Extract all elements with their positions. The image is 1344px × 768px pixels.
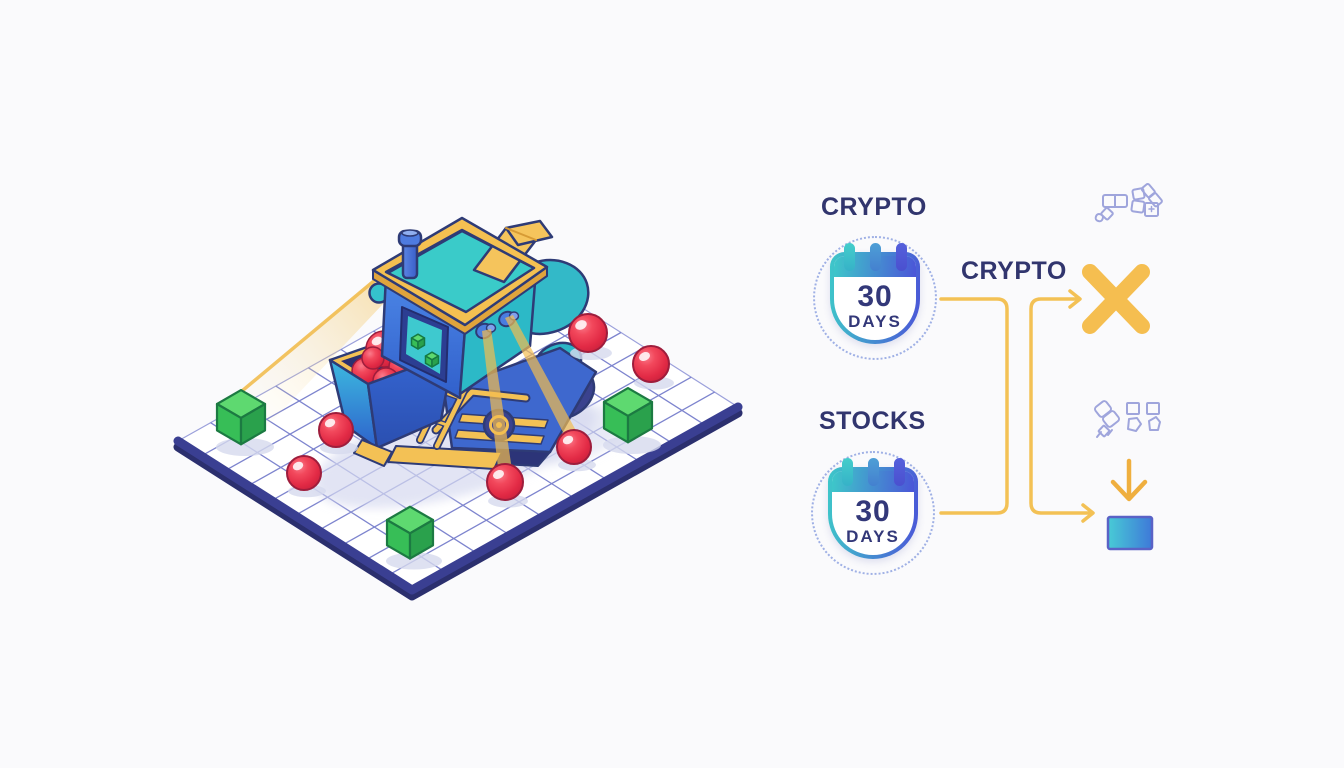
- glyph-cluster-bottom-icon: [1094, 400, 1161, 438]
- output-square-icon: [1106, 515, 1154, 551]
- red-sphere: [318, 412, 358, 455]
- red-sphere: [286, 455, 326, 498]
- calendar-ring-pin-icon: [842, 458, 853, 486]
- down-arrow-icon: [1110, 458, 1148, 502]
- calendar-days-unit: DAYS: [848, 312, 902, 331]
- red-sphere: [568, 313, 612, 360]
- calendar-days-value: 30: [857, 280, 893, 313]
- double-arrow-line: [1029, 297, 1093, 515]
- platform-border: [173, 402, 743, 601]
- crypto-heading: CRYPTO: [821, 193, 927, 221]
- x-icon: [1082, 264, 1150, 334]
- stocks-heading: STOCKS: [819, 407, 926, 435]
- red-sphere: [556, 429, 596, 472]
- calendar-ring-pin-icon: [868, 458, 879, 486]
- arrow-right-icon: [1081, 503, 1095, 523]
- crypto-branch-label: CRYPTO: [961, 257, 1067, 285]
- calendar-days-unit: DAYS: [846, 527, 900, 546]
- flow-connector-swap-lines: [939, 289, 1095, 523]
- calendar-ring-pin-icon: [894, 458, 905, 486]
- glyph-cluster-top-icon: [1094, 183, 1163, 223]
- stocks-calendar-icon: 30 DAYS: [811, 451, 935, 575]
- chimney: [397, 229, 423, 280]
- arrow-right-icon: [1068, 289, 1082, 309]
- red-sphere: [632, 345, 674, 390]
- crypto-calendar-icon: 30 DAYS: [813, 236, 937, 360]
- red-sphere: [486, 463, 528, 508]
- grid-objects: [215, 313, 674, 570]
- green-cube: [385, 505, 442, 570]
- crypto-to-stocks-line: [939, 297, 1009, 515]
- calendar-ring-pin-icon: [870, 243, 881, 271]
- green-cube: [602, 387, 661, 454]
- calendar-ring-pin-icon: [896, 243, 907, 271]
- harvester-illustration: [328, 216, 598, 476]
- screen-green-cube: [410, 333, 440, 368]
- calendar-ring-pin-icon: [844, 243, 855, 271]
- target-beams: [482, 315, 580, 476]
- cab-screen: [399, 306, 449, 383]
- calendar-days-value: 30: [855, 495, 891, 528]
- green-cube: [215, 389, 274, 456]
- scan-beam: [234, 268, 398, 432]
